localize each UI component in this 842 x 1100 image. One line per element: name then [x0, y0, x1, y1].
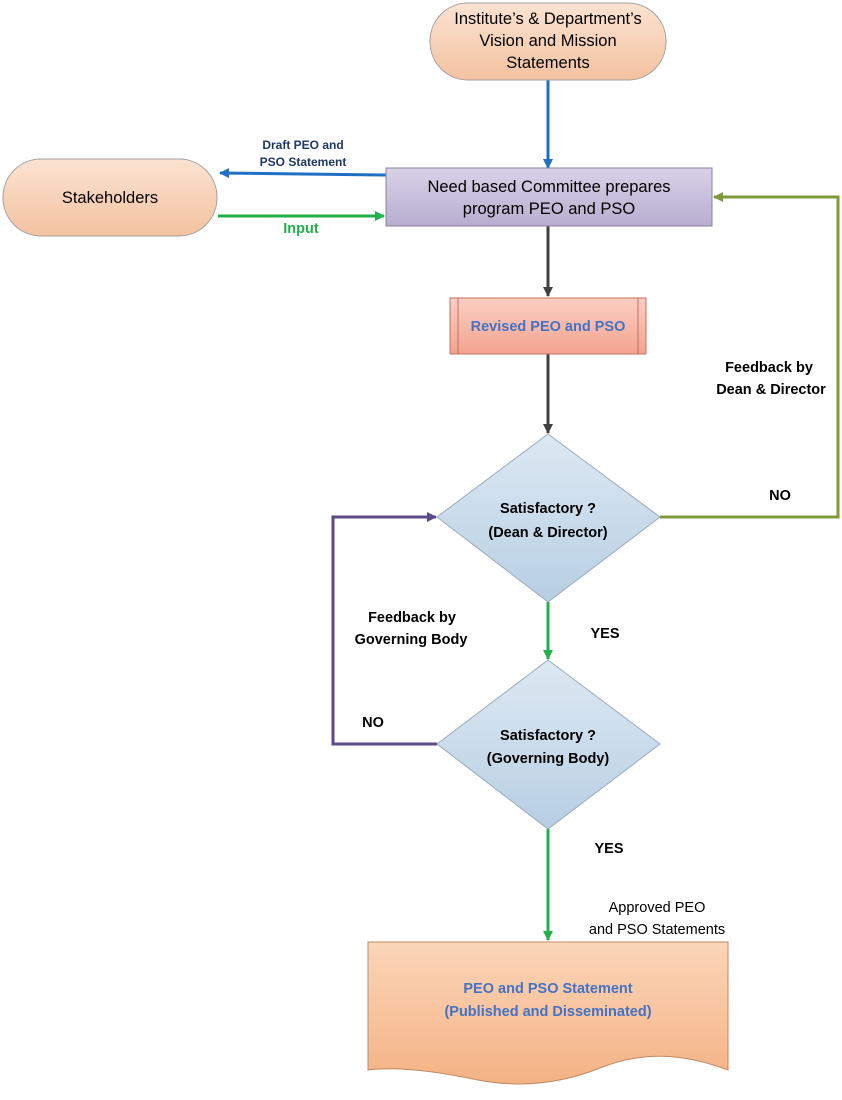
label-feedback-dean-line1: Feedback by [725, 360, 813, 376]
revised-label: Revised PEO and PSO [471, 319, 626, 335]
label-feedback-gov-line1: Feedback by [368, 610, 456, 626]
stakeholders-label: Stakeholders [62, 189, 158, 207]
vision-line3: Statements [506, 54, 589, 72]
label-feedback-dean-line2: Dean & Director [716, 382, 826, 398]
label-input: Input [283, 221, 319, 237]
decision-dean-line2: (Dean & Director) [488, 525, 607, 541]
label-no-dean: NO [769, 488, 791, 504]
label-yes-gov: YES [594, 841, 623, 857]
node-statement: PEO and PSO Statement (Published and Dis… [367, 941, 729, 1085]
decision-gov-line1: Satisfactory ? [500, 728, 596, 744]
node-vision: Institute’s & Department’s Vision and Mi… [429, 2, 667, 81]
label-approved-line1: Approved PEO [609, 900, 706, 916]
node-decision-gov: Satisfactory ? (Governing Body) [436, 659, 661, 830]
committee-line1: Need based Committee prepares [427, 178, 670, 196]
label-yes-dean: YES [590, 626, 619, 642]
node-stakeholders: Stakeholders [2, 158, 218, 237]
decision-dean-line1: Satisfactory ? [500, 501, 596, 517]
arrow-draft-to-stakeholders [219, 168, 387, 179]
committee-line2: program PEO and PSO [463, 200, 636, 218]
node-committee: Need based Committee prepares program PE… [385, 167, 713, 227]
label-draft-line2: PSO Statement [260, 155, 347, 169]
vision-line1: Institute’s & Department’s [454, 10, 641, 28]
decision-gov-line2: (Governing Body) [487, 751, 610, 767]
statement-line1: PEO and PSO Statement [463, 981, 632, 997]
label-feedback-gov-line2: Governing Body [355, 632, 468, 648]
label-no-gov: NO [362, 715, 384, 731]
statement-line2: (Published and Disseminated) [444, 1004, 651, 1020]
arrow-feedback-dean-loop [660, 192, 840, 519]
label-draft-line1: Draft PEO and [262, 138, 343, 152]
node-revised: Revised PEO and PSO [449, 297, 647, 355]
label-approved-line2: and PSO Statements [589, 922, 725, 938]
arrow-feedback-gov-loop [331, 512, 437, 746]
vision-line2: Vision and Mission [479, 32, 616, 50]
node-decision-dean: Satisfactory ? (Dean & Director) [436, 433, 661, 603]
